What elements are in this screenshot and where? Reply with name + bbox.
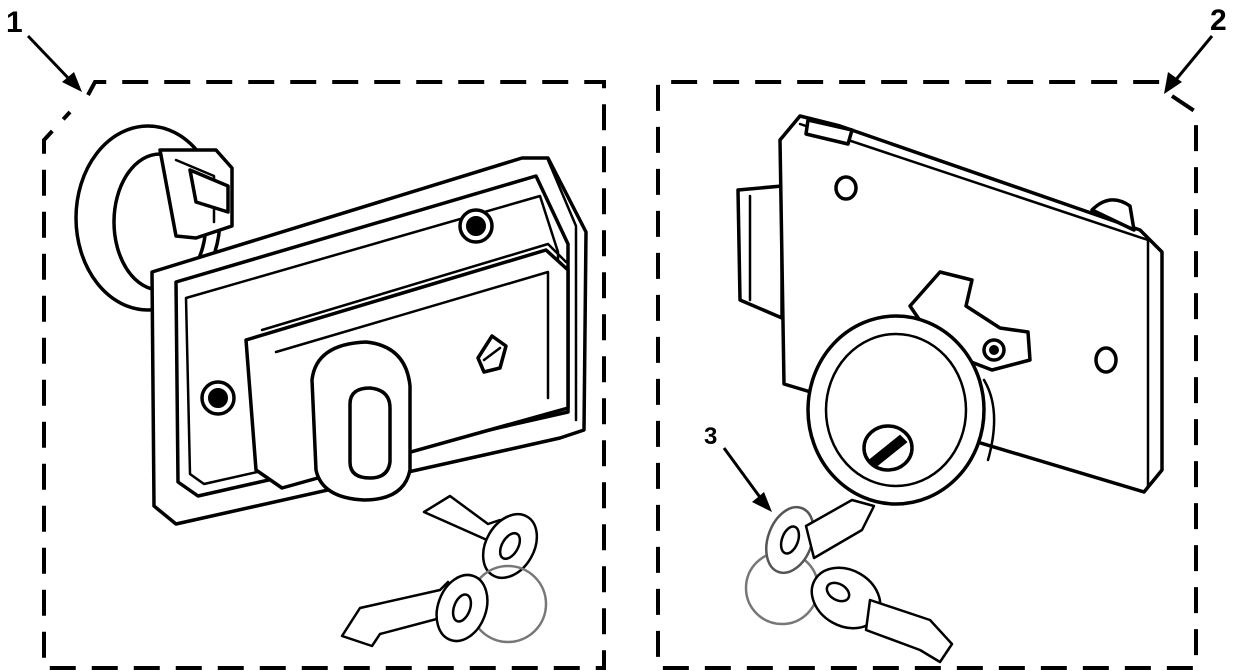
callout-3-leader — [722, 447, 772, 512]
panel-2-dashed-border — [656, 80, 1198, 670]
callout-1-label: 1 — [6, 6, 23, 39]
callout-3-label: 3 — [704, 423, 717, 450]
panel-2: 2 — [656, 4, 1227, 670]
panel-1: 1 — [6, 6, 606, 670]
rim-lock-illustration — [74, 124, 588, 526]
callout-2-label: 2 — [1210, 4, 1227, 37]
keys-panel-1 — [340, 494, 548, 648]
panel-1-dashed-border — [42, 80, 606, 670]
callout-2-leader — [1164, 35, 1214, 94]
keys-panel-2 — [744, 498, 954, 664]
cylinder-lock-illustration — [736, 114, 1164, 506]
callout-1-leader — [26, 34, 82, 92]
